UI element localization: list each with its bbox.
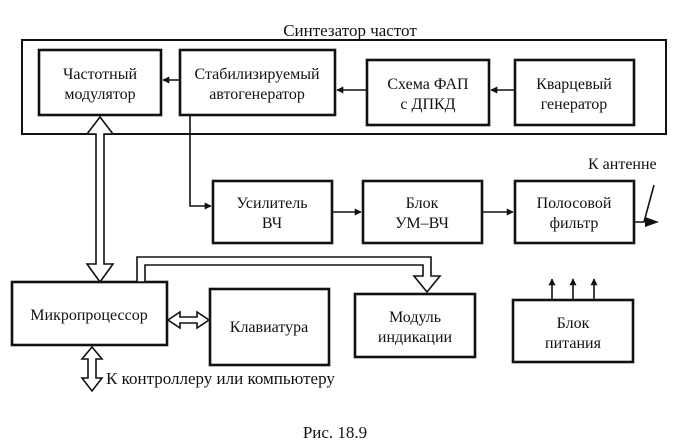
pll-line-1: Схема ФАП [387,76,469,93]
svg-text:Микропроцессор: Микропроцессор [30,307,147,324]
bandpass-filter-block: Полосовой фильтр [513,179,636,245]
synthesizer-label: Синтезатор частот [283,21,417,40]
antenna-label: К антенне [588,156,657,173]
keyboard-label: Клавиатура [230,319,308,336]
pll-line-2: с ДПКД [400,96,455,113]
display-module-line-1: Модуль [389,309,441,326]
synthesizer-frame [21,39,667,135]
microprocessor-block: Микропроцессор [10,280,169,347]
figure-caption: Рис. 18.9 [303,423,367,442]
pll-block: Схема ФАП с ДПКД [365,58,491,127]
stabilized-oscillator-line-1: Стабилизируемый [195,66,320,83]
power-supply-block: Блок питания [511,298,635,364]
cpu-controller-bus-arrow [80,345,104,393]
stabilized-oscillator-line-2: автогенератор [209,86,305,103]
antenna-arrowhead [645,217,659,227]
modulator-cpu-bus-arrow [85,115,115,284]
keyboard-block: Клавиатура [208,287,331,367]
microprocessor-label: Микропроцессор [30,307,147,324]
antenna-line [634,184,655,223]
quartz-oscillator-block: Кварцевый генератор [513,58,636,127]
quartz-oscillator-line-2: генератор [541,96,608,113]
hf-amplifier-line-1: Усилитель [237,195,308,212]
frequency-modulator-line-2: модулятор [64,86,135,103]
power-supply-line-2: питания [545,335,602,352]
bandpass-filter-line-2: фильтр [550,215,599,232]
oscillator-to-hf-amplifier-arrow [189,115,212,210]
bandpass-filter-line-1: Полосовой [537,195,612,212]
controller-label: К контроллеру или компьютеру [106,369,335,388]
frequency-modulator-line-1: Частотный [63,66,137,83]
power-supply-line-1: Блок [557,315,590,332]
display-module-block: Модуль индикации [353,292,477,359]
hf-amplifier-line-2: ВЧ [262,215,282,232]
svg-text:Клавиатура: Клавиатура [230,319,308,336]
cpu-keyboard-bus-arrow [166,310,211,330]
frequency-modulator-block: Частотный модулятор [37,48,163,117]
stabilized-oscillator-block: Стабилизируемый автогенератор [178,48,337,117]
display-module-line-2: индикации [378,329,453,346]
power-amplifier-line-1: Блок [406,195,439,212]
power-amplifier-line-2: УМ–ВЧ [395,215,449,232]
cpu-display-bus-arrow [136,256,442,294]
quartz-oscillator-line-1: Кварцевый [536,76,612,93]
